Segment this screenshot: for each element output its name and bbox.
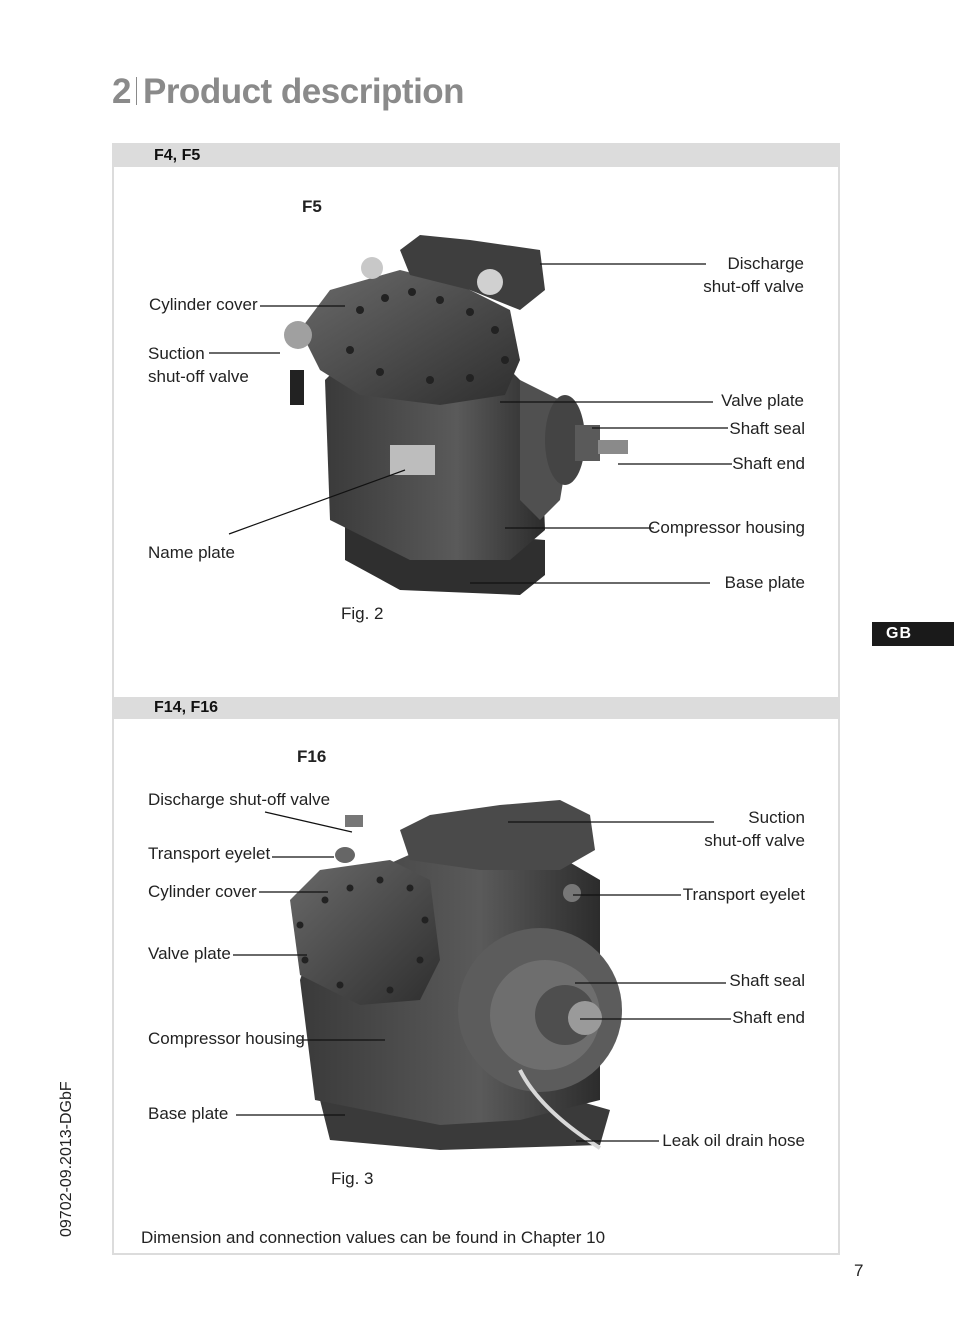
chapter-number: 2 xyxy=(112,72,131,111)
label-leak-oil-drain-hose: Leak oil drain hose xyxy=(662,1131,805,1150)
model-label-f16: F16 xyxy=(297,747,327,766)
label-suction-shutoff-valve: Suction shut-off valve xyxy=(148,342,249,388)
page-number: 7 xyxy=(854,1261,864,1280)
label-suction-shutoff-valve: Suction shut-off valve xyxy=(690,806,805,852)
title-separator xyxy=(135,77,137,105)
chapter-title: Product description xyxy=(142,72,465,111)
document-code: 09702-09.2013-DGbF xyxy=(58,1075,82,1237)
f5-compressor-image xyxy=(284,235,628,595)
label-cylinder-cover: Cylinder cover xyxy=(149,295,258,314)
label-line: shut-off valve xyxy=(148,367,249,386)
section-title: F14, F16 xyxy=(154,699,219,716)
label-valve-plate: Valve plate xyxy=(148,944,231,963)
label-line: Suction xyxy=(148,344,205,363)
section-bar-f14-f16: F14, F16 xyxy=(114,697,840,719)
label-base-plate: Base plate xyxy=(148,1104,229,1123)
label-compressor-housing: Compressor housing xyxy=(148,1029,305,1048)
label-base-plate: Base plate xyxy=(724,573,805,592)
label-name-plate: Name plate xyxy=(148,543,235,562)
f16-compressor-image xyxy=(290,800,622,1150)
label-line: Suction xyxy=(748,808,805,827)
label-discharge-shutoff-valve: Discharge shut-off valve xyxy=(148,790,331,809)
figure-caption-2: Fig. 2 xyxy=(341,604,384,623)
label-line: shut-off valve xyxy=(704,831,805,850)
label-shaft-end: Shaft end xyxy=(732,1008,805,1027)
label-valve-plate: Valve plate xyxy=(721,391,804,410)
figure-caption-3: Fig. 3 xyxy=(331,1169,374,1188)
label-shaft-seal: Shaft seal xyxy=(729,419,805,438)
label-line: shut-off valve xyxy=(703,277,804,296)
label-line: Discharge xyxy=(727,254,804,273)
document-code-text: 09702-09.2013-DGbF xyxy=(58,1081,75,1237)
label-shaft-seal: Shaft seal xyxy=(729,971,805,990)
language-tab: GB xyxy=(872,622,954,646)
model-label-f5: F5 xyxy=(302,197,322,216)
label-compressor-housing: Compressor housing xyxy=(648,518,805,537)
section-title: F4, F5 xyxy=(154,147,201,164)
label-transport-eyelet: Transport eyelet xyxy=(682,885,805,904)
page-title: 2 Product description xyxy=(112,72,465,112)
label-cylinder-cover: Cylinder cover xyxy=(148,882,257,901)
label-shaft-end: Shaft end xyxy=(732,454,805,473)
footnote: Dimension and connection values can be f… xyxy=(141,1228,606,1247)
label-transport-eyelet: Transport eyelet xyxy=(148,844,271,863)
label-discharge-shutoff-valve: Discharge shut-off valve xyxy=(690,252,804,298)
section-bar-f4-f5: F4, F5 xyxy=(114,145,840,167)
